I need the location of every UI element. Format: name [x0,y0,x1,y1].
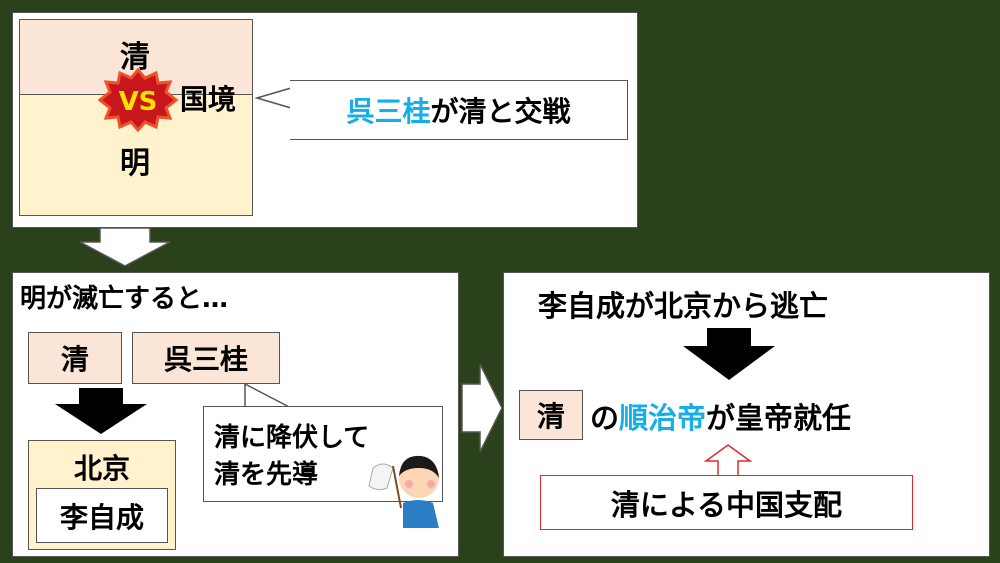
vs-burst-icon: VS [98,68,178,132]
callout-wu-sangui-battle: 呉三桂が清と交戦 [290,80,628,140]
callout-line1: 清に降伏して [214,423,370,453]
panel2-title: 明が滅亡すると… [20,284,229,314]
li-zicheng-box: 李自成 [36,488,168,543]
qing-rule-box: 清による中国支配 [540,475,913,530]
qing-box: 清 [519,390,583,440]
down-arrow-outline-icon [79,227,171,267]
battle-text: が清と交戦 [430,95,571,128]
shunzhi-emperor-name: 順治帝 [619,401,707,435]
surrendering-person-icon [368,455,439,528]
qing-rule-label: 清による中国支配 [610,487,843,522]
qing-label: 清 [120,40,150,75]
beijing-label: 北京 [73,452,130,485]
up-arrow-outline-icon [704,444,752,477]
particle-no: の [590,401,620,435]
qing-box: 清 [28,332,122,384]
vs-text: VS [119,87,158,117]
qing-box-label: 清 [60,343,89,376]
shunzhi-statement: の順治帝が皇帝就任 [590,395,851,437]
li-zicheng-label: 李自成 [59,500,144,534]
down-arrow-icon [55,388,147,434]
panel3-title: 李自成が北京から逃亡 [538,289,829,323]
right-arrow-outline-icon [461,363,503,453]
qing-box-label: 清 [536,400,565,433]
enthronement-text: が皇帝就任 [706,401,852,435]
ming-label: 明 [120,146,150,181]
wu-sangui-box: 呉三桂 [132,332,280,384]
callout-line2: 清を先導 [214,460,319,490]
callout-tail [255,86,292,110]
border-label: 国境 [180,83,237,116]
wu-sangui-name: 呉三桂 [346,95,431,128]
down-arrow-icon [683,328,775,380]
wu-sangui-box-label: 呉三桂 [163,343,248,376]
